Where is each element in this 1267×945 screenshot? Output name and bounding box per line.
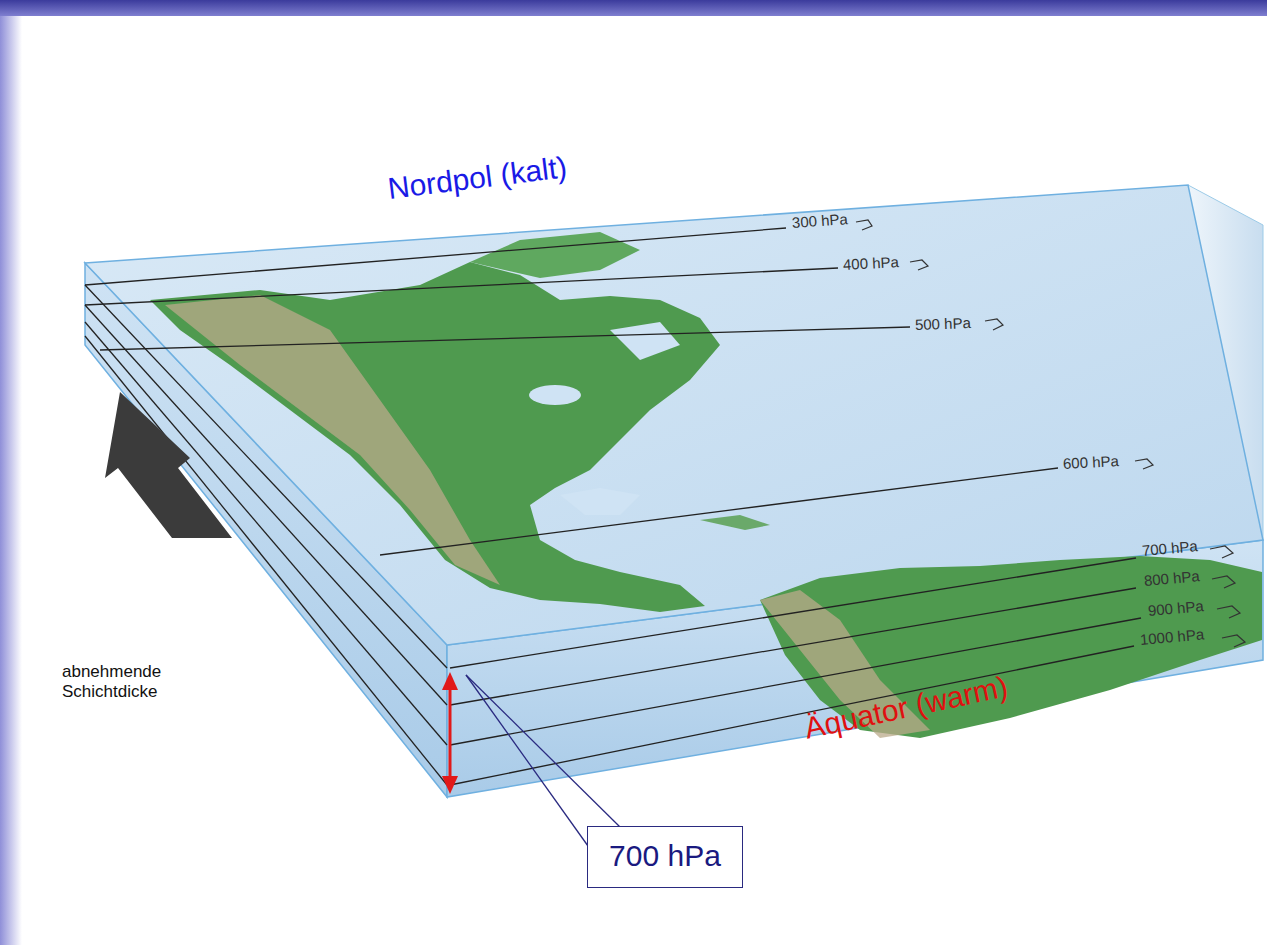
region-title: Äquator (warm)	[801, 669, 1010, 746]
callout-tail	[466, 675, 620, 846]
thickness-arrow	[105, 392, 232, 538]
thickness-marker	[442, 672, 458, 794]
gulf-of-mexico	[560, 488, 640, 515]
pressure-level: 600 hPa	[1063, 452, 1120, 472]
isobar-lines	[85, 228, 1141, 785]
pressure-level: 300 hPa	[791, 210, 848, 231]
north-america	[150, 262, 720, 612]
region-title: Nordpol (kalt)	[386, 150, 569, 206]
pressure-level: 1000 hPa	[1139, 625, 1204, 648]
pressure-level: 800 hPa	[1143, 567, 1200, 589]
rocky-mountains	[165, 295, 500, 585]
canadian-arctic	[470, 232, 640, 278]
hudson-bay	[610, 322, 680, 360]
pressure-level: 500 hPa	[915, 314, 971, 333]
caribbean-islands	[700, 515, 770, 530]
callout-text: 700 hPa	[608, 839, 722, 873]
great-lakes	[529, 385, 581, 405]
level-flags	[856, 220, 1245, 647]
pressure-level: 400 hPa	[843, 253, 900, 273]
slide-band	[0, 0, 1267, 16]
pressure-level: 900 hPa	[1147, 597, 1204, 619]
pressure-level: 700 hPa	[1141, 537, 1198, 559]
arrow-caption: abnehmende Schichtdicke	[62, 662, 222, 701]
callout-box: 700 hPa	[587, 826, 743, 888]
slide-edge	[0, 16, 22, 945]
